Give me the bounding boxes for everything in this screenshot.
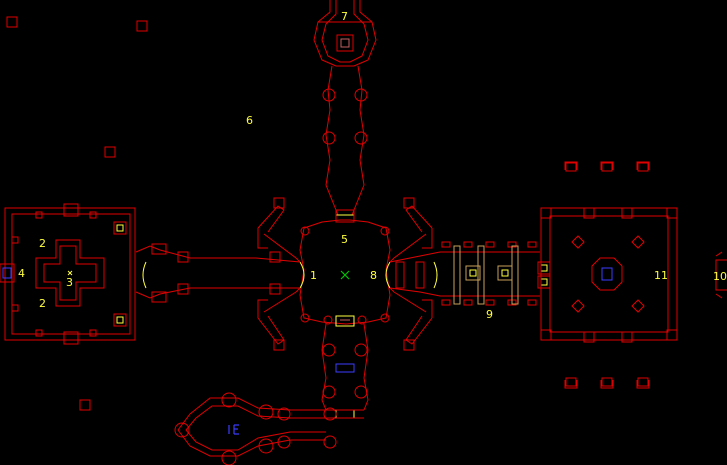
blue-key-icon (228, 424, 239, 435)
area-label-4: 4 (18, 267, 25, 280)
area-label-2-north: 2 (39, 237, 46, 250)
item-marker-icon (67, 270, 73, 276)
area-label-8: 8 (370, 269, 377, 282)
player-arrow-icon (340, 270, 350, 280)
east-corridor (389, 241, 551, 306)
area-label-6: 6 (246, 114, 253, 127)
area-label-7: 7 (341, 10, 348, 23)
area-label-10: 10 (713, 270, 727, 283)
west-corridor (135, 243, 301, 303)
area-label-5: 5 (341, 233, 348, 246)
area-label-9: 9 (486, 308, 493, 321)
area-label-2-south: 2 (39, 297, 46, 310)
area-label-11: 11 (654, 269, 668, 282)
map-marker (104, 146, 116, 158)
map-marker (136, 20, 148, 32)
map-marker (79, 399, 91, 411)
west-building (0, 203, 136, 345)
hub-diagonal-arms (257, 197, 433, 351)
east-courtyard (540, 161, 727, 389)
north-shrine (313, 0, 377, 67)
north-corridor (322, 65, 368, 216)
south-corridor (321, 323, 369, 419)
central-hub (299, 209, 391, 327)
area-label-3: 3 (66, 276, 73, 289)
area-label-1: 1 (310, 269, 317, 282)
map-marker (6, 16, 18, 28)
south-chamber (174, 392, 337, 465)
